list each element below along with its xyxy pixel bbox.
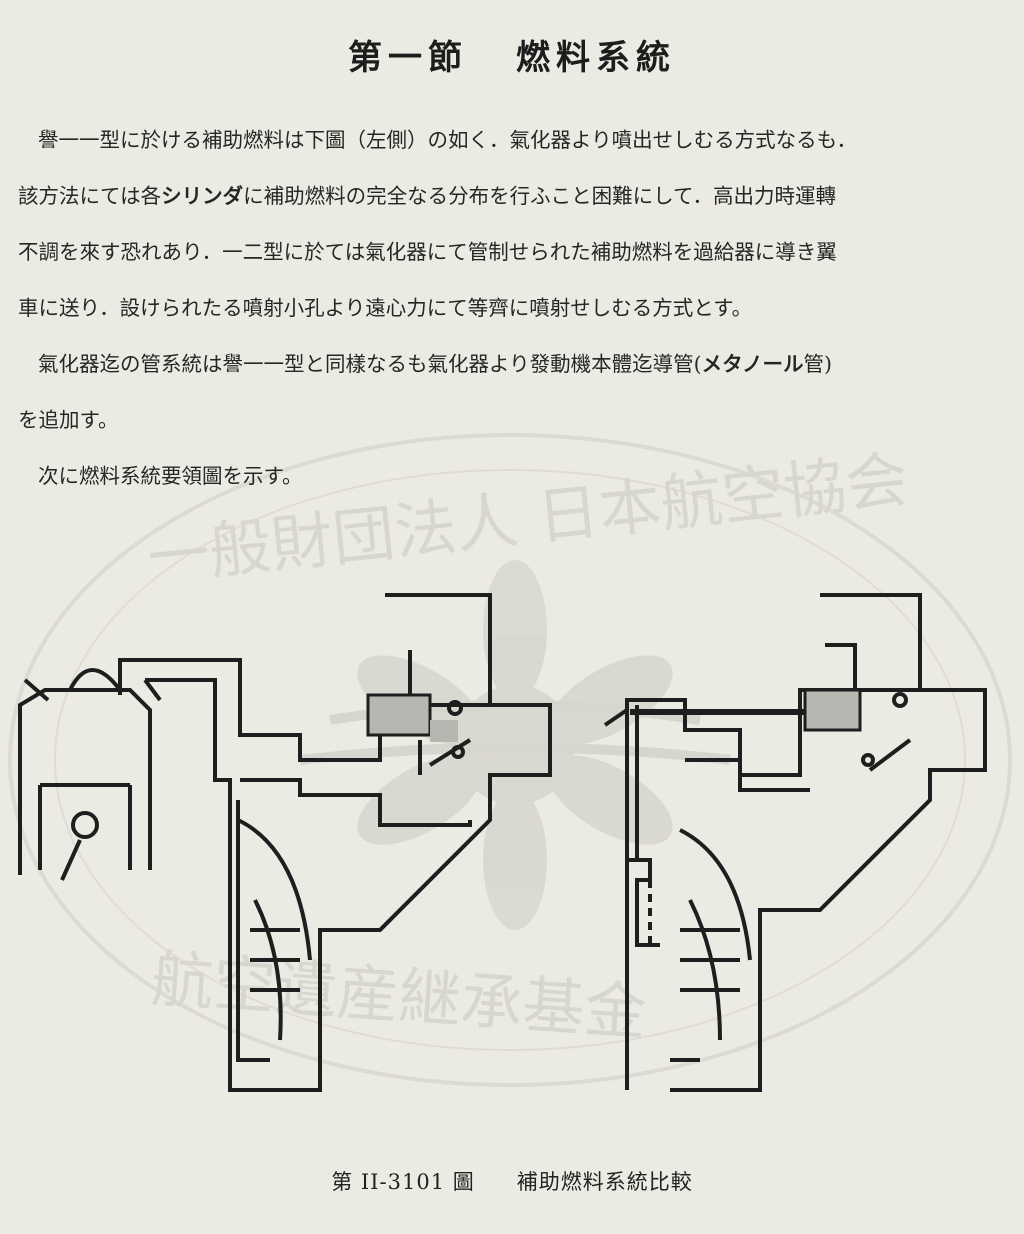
paragraph-1-line-4: 車に送り．設けられたる噴射小孔より遠心力にて等齊に噴射せしむる方式とす。 xyxy=(18,296,753,320)
shaded-chamber-right xyxy=(803,688,862,732)
figure-number: 第 II-3101 圖 xyxy=(331,1170,475,1194)
shaded-chamber-left xyxy=(366,693,432,737)
bold-term-methanol: メタノール xyxy=(701,352,804,376)
figure-caption: 第 II-3101 圖 補助燃料系統比較 xyxy=(0,1166,1024,1196)
section-number: 第一節 xyxy=(348,38,468,78)
supercharger-right xyxy=(603,593,987,1092)
supercharger-left xyxy=(118,593,552,1092)
text-run: に補助燃料の完全なる分布を行ふこと困難にして．高出力時運轉 xyxy=(243,184,836,208)
fuel-system-diagram xyxy=(18,593,987,1092)
body-text: 譽一一型に於ける補助燃料は下圖（左側）の如く．氣化器より噴出せしむる方式なるも．… xyxy=(18,112,1008,504)
paragraph-2-line-2: を追加す。 xyxy=(18,408,119,432)
paragraph-2-line-1: 氣化器迄の管系統は譽一一型と同樣なるも氣化器より發動機本體迄導管(メタノール管) xyxy=(18,336,1008,392)
text-run: 該方法にては各 xyxy=(18,184,162,208)
paragraph-3-line-1: 次に燃料系統要領圖を示す。 xyxy=(38,464,303,488)
paragraph-1-line-3: 不調を來す恐れあり．一二型に於ては氣化器にて管制せられた補助燃料を過給器に導き翼 xyxy=(18,240,837,264)
section-heading: 燃料系統 xyxy=(516,38,676,78)
cylinder-left xyxy=(18,668,152,881)
text-run: 管) xyxy=(803,352,832,376)
paragraph-1-line-1: 譽一一型に於ける補助燃料は下圖（左側）の如く．氣化器より噴出せしむる方式なるも． xyxy=(38,128,857,152)
shaded-chamber-left-2 xyxy=(430,720,458,742)
figure-title: 補助燃料系統比較 xyxy=(516,1170,693,1194)
text-run: 氣化器迄の管系統は譽一一型と同樣なるも氣化器より發動機本體迄導管( xyxy=(38,352,702,376)
section-title: 第一節 燃料系統 xyxy=(0,30,1024,79)
bold-term-cylinder: シリンダ xyxy=(161,184,244,208)
paragraph-1-line-2: 該方法にては各シリンダに補助燃料の完全なる分布を行ふこと困難にして．高出力時運轉 xyxy=(18,168,1008,224)
